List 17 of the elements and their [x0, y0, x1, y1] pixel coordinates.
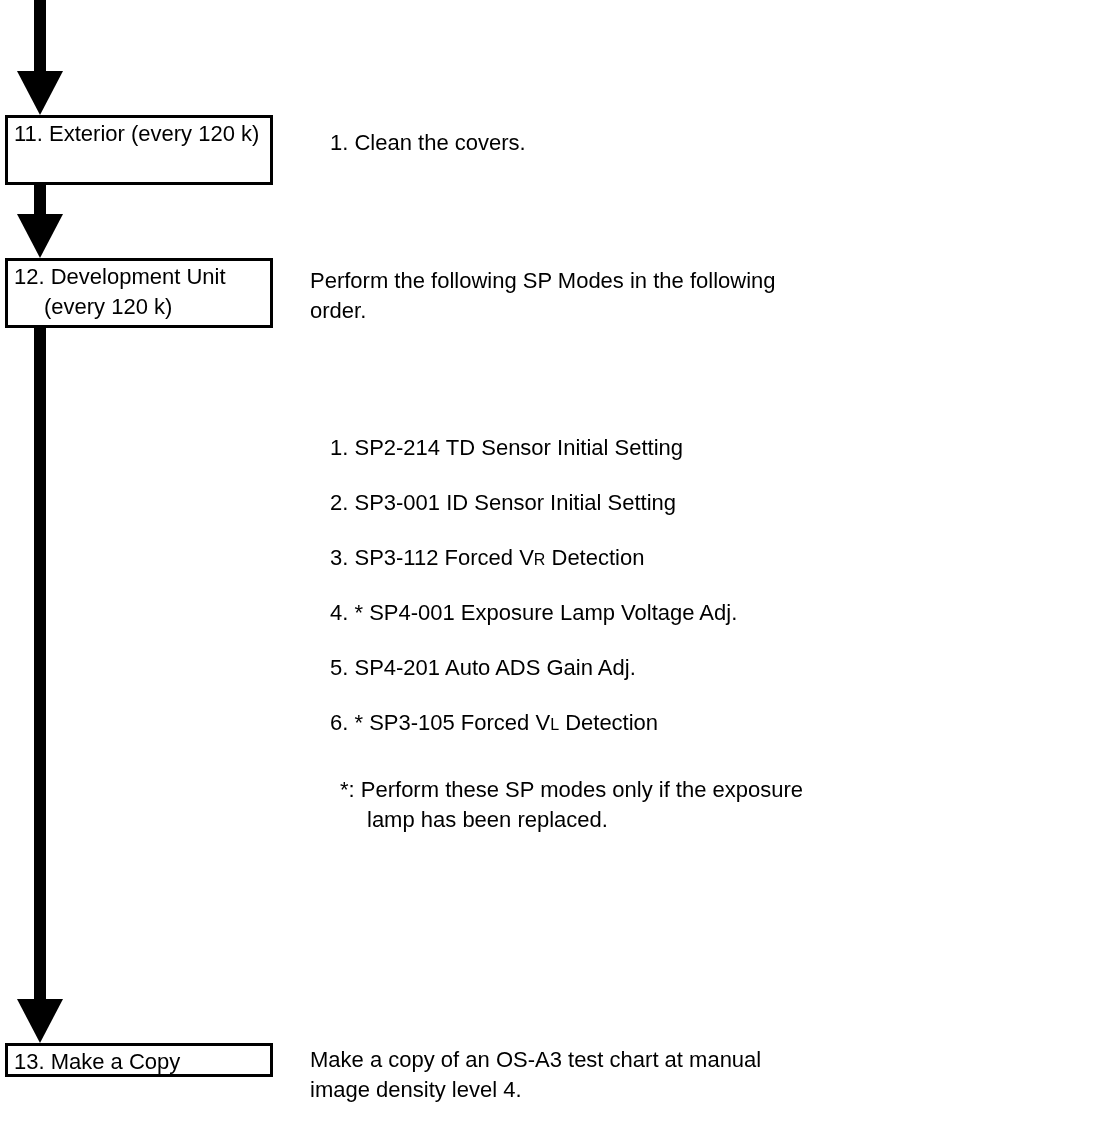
step-box: [5, 115, 273, 185]
step-box: [5, 258, 273, 328]
flow-arrow: [17, 0, 63, 115]
step-instruction: 1. SP2-214 TD Sensor Initial Setting: [330, 434, 684, 462]
step-instruction: Make a copy of an OS-A3 test chart at manual image density level 4.: [310, 1046, 763, 1104]
flow-arrow: [17, 185, 63, 258]
step-title: 11. Exterior (every 120 k): [14, 120, 261, 148]
step-title: 13. Make a Copy: [14, 1048, 182, 1076]
step-instruction: 2. SP3-001 ID Sensor Initial Setting: [330, 489, 678, 517]
step-instruction: Perform the following SP Modes in the following order.: [310, 267, 777, 325]
step-instruction: 1. Clean the covers.: [330, 129, 527, 157]
flow-arrow: [17, 328, 63, 1043]
step-instruction: 5. SP4-201 Auto ADS Gain Adj.: [330, 654, 637, 682]
step-box: [5, 1043, 273, 1077]
step-instruction: *: Perform these SP modes only if the exposure lamp has been replaced.: [340, 776, 805, 834]
step-title: 12. Development Unit (every 120 k): [14, 263, 227, 321]
step-instruction: 4. * SP4-001 Exposure Lamp Voltage Adj.: [330, 599, 739, 627]
